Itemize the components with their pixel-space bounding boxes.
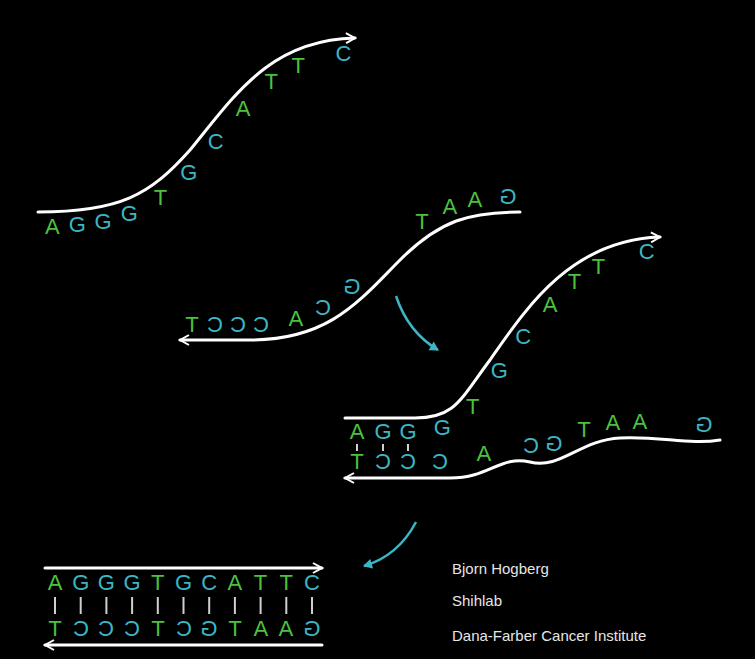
nucleotide-letter: A xyxy=(289,308,304,330)
nucleotide-letter: C xyxy=(73,618,89,640)
nucleotide-letter: C xyxy=(176,618,192,640)
nucleotide-letter: C xyxy=(639,241,655,263)
base-pair-bond xyxy=(285,597,287,614)
nucleotide-letter: T xyxy=(151,618,164,640)
nucleotide-letter: A xyxy=(468,189,483,211)
nucleotide-letter: T xyxy=(577,419,590,441)
nucleotide-letter: T xyxy=(415,211,428,233)
nucleotide-letter: G xyxy=(121,203,138,225)
nucleotide-letter: G xyxy=(499,186,516,208)
base-pair-bond xyxy=(131,597,133,614)
nucleotide-letter: A xyxy=(236,98,251,120)
process-arrow xyxy=(396,296,438,350)
nucleotide-letter: C xyxy=(432,451,448,473)
base-pair-bond xyxy=(208,597,210,614)
base-pair-bond xyxy=(157,597,159,614)
base-pair-bond xyxy=(54,597,56,614)
nucleotide-letter: G xyxy=(72,572,89,594)
nucleotide-letter: T xyxy=(568,271,581,293)
nucleotide-letter: A xyxy=(48,572,63,594)
nucleotide-letter: C xyxy=(208,131,224,153)
nucleotide-letter: T xyxy=(185,314,198,336)
nucleotide-letter: A xyxy=(476,443,491,465)
base-pair-bond xyxy=(382,444,384,451)
nucleotide-letter: A xyxy=(350,421,365,443)
dna-strand xyxy=(180,212,520,340)
nucleotide-letter: G xyxy=(180,162,197,184)
nucleotide-letter: T xyxy=(154,187,167,209)
nucleotide-letter: T xyxy=(592,256,605,278)
nucleotide-letter: C xyxy=(253,314,269,336)
nucleotide-letter: G xyxy=(434,417,451,439)
base-pair-bond xyxy=(356,444,358,451)
nucleotide-letter: G xyxy=(545,433,562,455)
nucleotide-letter: A xyxy=(633,411,648,433)
nucleotide-letter: C xyxy=(304,572,320,594)
nucleotide-letter: G xyxy=(399,421,416,443)
nucleotide-letter: C xyxy=(230,314,246,336)
nucleotide-letter: T xyxy=(350,451,363,473)
nucleotide-letter: A xyxy=(543,294,558,316)
nucleotide-letter: C xyxy=(523,435,539,457)
dna-strand xyxy=(45,567,322,570)
nucleotide-letter: T xyxy=(265,71,278,93)
nucleotide-letter: G xyxy=(491,360,508,382)
credit-text: Shihlab xyxy=(452,593,502,608)
nucleotide-letter: C xyxy=(207,314,223,336)
base-pair-bond xyxy=(234,597,236,614)
nucleotide-letter: A xyxy=(45,216,60,238)
nucleotide-letter: G xyxy=(175,572,192,594)
base-pair-bond xyxy=(105,597,107,614)
nucleotide-letter: G xyxy=(696,414,713,436)
nucleotide-letter: T xyxy=(48,618,61,640)
nucleotide-letter: T xyxy=(151,572,164,594)
nucleotide-letter: C xyxy=(124,618,140,640)
nucleotide-letter: C xyxy=(335,43,351,65)
nucleotide-letter: T xyxy=(466,396,479,418)
dna-strand xyxy=(38,38,355,212)
nucleotide-letter: C xyxy=(201,572,217,594)
nucleotide-letter: G xyxy=(98,572,115,594)
nucleotide-letter: C xyxy=(375,451,391,473)
dna-strand xyxy=(345,237,660,418)
base-pair-bond xyxy=(311,597,313,614)
nucleotide-letter: T xyxy=(280,572,293,594)
nucleotide-letter: C xyxy=(515,326,531,348)
nucleotide-letter: A xyxy=(228,572,243,594)
nucleotide-letter: G xyxy=(374,421,391,443)
nucleotide-letter: C xyxy=(400,451,416,473)
nucleotide-letter: G xyxy=(201,618,218,640)
nucleotide-letter: G xyxy=(343,276,360,298)
process-arrow xyxy=(364,522,416,566)
nucleotide-letter: A xyxy=(606,412,621,434)
credit-text: Dana-Farber Cancer Institute xyxy=(452,628,646,643)
nucleotide-letter: T xyxy=(228,618,241,640)
nucleotide-letter: A xyxy=(253,618,268,640)
nucleotide-letter: G xyxy=(94,211,111,233)
base-pair-bond xyxy=(183,597,185,614)
dna-strand xyxy=(45,644,322,647)
base-pair-bond xyxy=(80,597,82,614)
base-pair-bond xyxy=(407,444,409,451)
nucleotide-letter: G xyxy=(69,214,86,236)
nucleotide-letter: T xyxy=(254,572,267,594)
nucleotide-letter: C xyxy=(98,618,114,640)
credit-text: Bjorn Hogberg xyxy=(452,561,549,576)
nucleotide-letter: A xyxy=(279,618,294,640)
base-pair-bond xyxy=(260,597,262,614)
nucleotide-letter: G xyxy=(124,572,141,594)
nucleotide-letter: G xyxy=(303,618,320,640)
nucleotide-letter: C xyxy=(315,297,331,319)
nucleotide-letter: T xyxy=(292,55,305,77)
nucleotide-letter: A xyxy=(442,196,457,218)
